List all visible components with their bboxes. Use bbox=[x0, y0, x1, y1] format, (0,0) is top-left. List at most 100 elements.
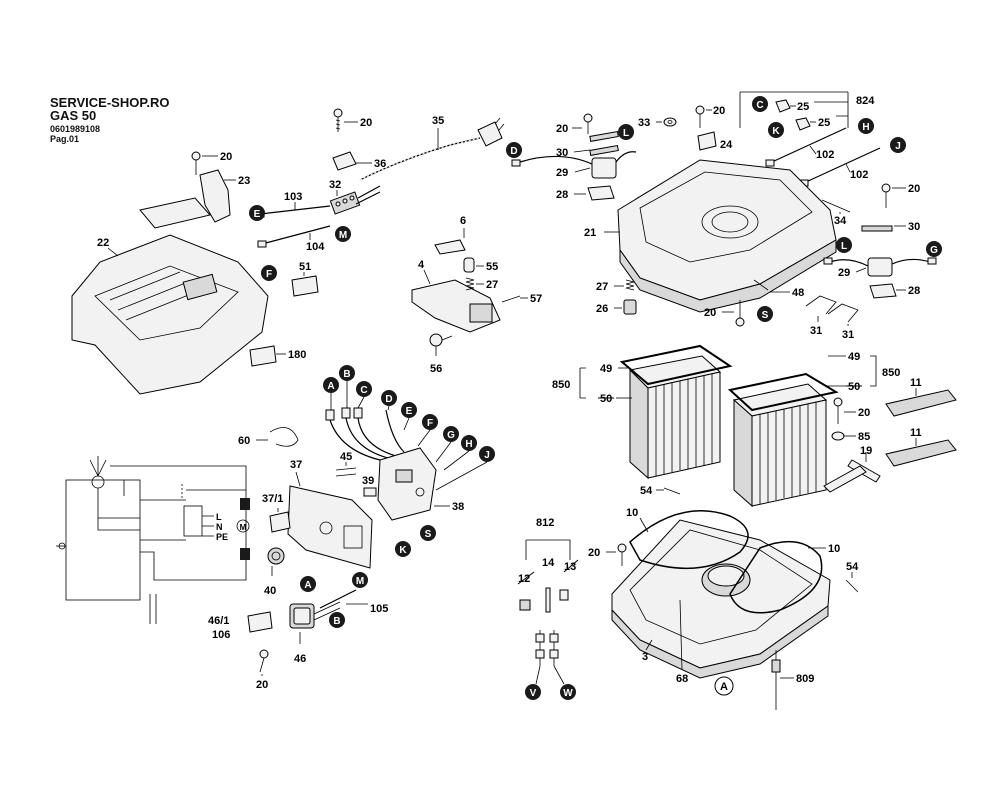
screw-20-d bbox=[695, 105, 705, 128]
callout-35: 35 bbox=[432, 115, 444, 127]
button-55 bbox=[463, 257, 475, 273]
screw-20-i bbox=[617, 543, 627, 566]
panel-37 bbox=[287, 485, 373, 569]
bracket-824 bbox=[739, 91, 849, 128]
wire-marker-C-mid: C bbox=[356, 381, 372, 397]
svg-text:J: J bbox=[484, 450, 490, 461]
schematic-label-n: N bbox=[216, 522, 223, 532]
svg-text:V: V bbox=[530, 688, 537, 699]
cable-tie-60 bbox=[269, 427, 299, 447]
callout-180: 180 bbox=[288, 349, 306, 361]
knob-56 bbox=[429, 333, 453, 347]
bracket-24 bbox=[697, 131, 717, 151]
callout-20: 20 bbox=[908, 183, 920, 195]
washer-85 bbox=[831, 431, 845, 441]
callout-19: 19 bbox=[860, 445, 872, 457]
cable-clamp-36 bbox=[332, 151, 357, 171]
seal-49-left bbox=[619, 344, 733, 386]
pcb-38 bbox=[377, 447, 437, 521]
model-title: GAS 50 bbox=[50, 108, 97, 123]
callout-104: 104 bbox=[306, 241, 325, 253]
callout-29: 29 bbox=[556, 167, 568, 179]
callout-29: 29 bbox=[838, 267, 850, 279]
callout-10: 10 bbox=[626, 507, 638, 519]
wire-marker-S-right: S bbox=[757, 306, 773, 322]
capacitor-29-right bbox=[823, 257, 937, 277]
callout-6: 6 bbox=[460, 215, 466, 227]
callout-34: 34 bbox=[834, 215, 847, 227]
base-container-3 bbox=[611, 519, 831, 679]
screw-20-g bbox=[833, 397, 843, 424]
callout-21: 21 bbox=[584, 227, 596, 239]
wire-marker-F-mid: F bbox=[422, 414, 438, 430]
plate-28-left bbox=[587, 185, 615, 201]
wire-harness bbox=[325, 407, 405, 461]
label-46-1 bbox=[247, 611, 273, 633]
svg-text:A: A bbox=[327, 381, 334, 392]
callout-20: 20 bbox=[256, 679, 268, 691]
page-number: Pag.01 bbox=[50, 134, 80, 144]
callout-25: 25 bbox=[818, 117, 830, 129]
svg-text:B: B bbox=[333, 616, 340, 627]
svg-text:B: B bbox=[343, 369, 350, 380]
callout-27: 27 bbox=[596, 281, 608, 293]
spring-27 bbox=[465, 277, 475, 291]
label-37-1 bbox=[269, 511, 291, 533]
svg-text:K: K bbox=[772, 126, 780, 137]
hood-22 bbox=[71, 234, 269, 395]
callout-56: 56 bbox=[430, 363, 442, 375]
callout-11: 11 bbox=[910, 427, 922, 439]
wire-marker-K-mid: K bbox=[395, 541, 411, 557]
callout-106: 106 bbox=[212, 629, 230, 641]
nut-25-a bbox=[775, 99, 791, 113]
callout-11: 11 bbox=[910, 377, 922, 389]
wire-marker-E-top: E bbox=[249, 205, 265, 221]
wire-marker-W: W bbox=[560, 684, 576, 700]
label-180 bbox=[249, 345, 277, 367]
callout-20: 20 bbox=[360, 117, 372, 129]
screw-20-left bbox=[191, 151, 201, 175]
wire-marker-H-mid: H bbox=[461, 435, 477, 451]
svg-text:F: F bbox=[427, 418, 433, 429]
svg-text:H: H bbox=[862, 122, 869, 133]
filter-50-left bbox=[628, 355, 722, 480]
handle-bracket-23 bbox=[139, 169, 231, 229]
capacitor-29-left bbox=[511, 151, 637, 179]
callout-46: 46 bbox=[294, 653, 306, 665]
washer-33 bbox=[663, 117, 677, 127]
callout-850: 850 bbox=[882, 367, 900, 379]
callout-102: 102 bbox=[816, 149, 834, 161]
plate-28-right bbox=[869, 283, 897, 299]
terminal-block-32 bbox=[329, 185, 381, 215]
wire-marker-E-mid: E bbox=[401, 402, 417, 418]
wiring-schematic: M bbox=[56, 456, 250, 624]
nut-25-b bbox=[795, 117, 811, 131]
shop-title: SERVICE-SHOP.RO bbox=[50, 95, 170, 110]
svg-text:S: S bbox=[762, 310, 769, 321]
callout-22: 22 bbox=[97, 237, 109, 249]
svg-text:C: C bbox=[756, 100, 763, 111]
svg-text:E: E bbox=[406, 406, 413, 417]
pin-54-bottom bbox=[845, 579, 859, 593]
svg-text:A: A bbox=[304, 580, 311, 591]
svg-text:H: H bbox=[465, 439, 472, 450]
svg-text:L: L bbox=[841, 241, 847, 252]
svg-text:E: E bbox=[254, 209, 261, 220]
button-26 bbox=[623, 299, 637, 315]
callout-28: 28 bbox=[556, 189, 568, 201]
wire-marker-B-mid: B bbox=[339, 365, 355, 381]
fitting-809 bbox=[771, 650, 781, 710]
switch-46 bbox=[289, 601, 341, 629]
screw-20-h bbox=[259, 649, 269, 673]
callout-25: 25 bbox=[797, 101, 809, 113]
callout-50: 50 bbox=[848, 381, 860, 393]
knob-40 bbox=[267, 547, 285, 565]
screw-20-e bbox=[881, 183, 891, 208]
wire-marker-M-top: M bbox=[335, 226, 351, 242]
callout-28: 28 bbox=[908, 285, 920, 297]
callout-55: 55 bbox=[486, 261, 498, 273]
svg-text:G: G bbox=[447, 430, 455, 441]
callout-38: 38 bbox=[452, 501, 464, 513]
wire-marker-S-mid: S bbox=[420, 525, 436, 541]
